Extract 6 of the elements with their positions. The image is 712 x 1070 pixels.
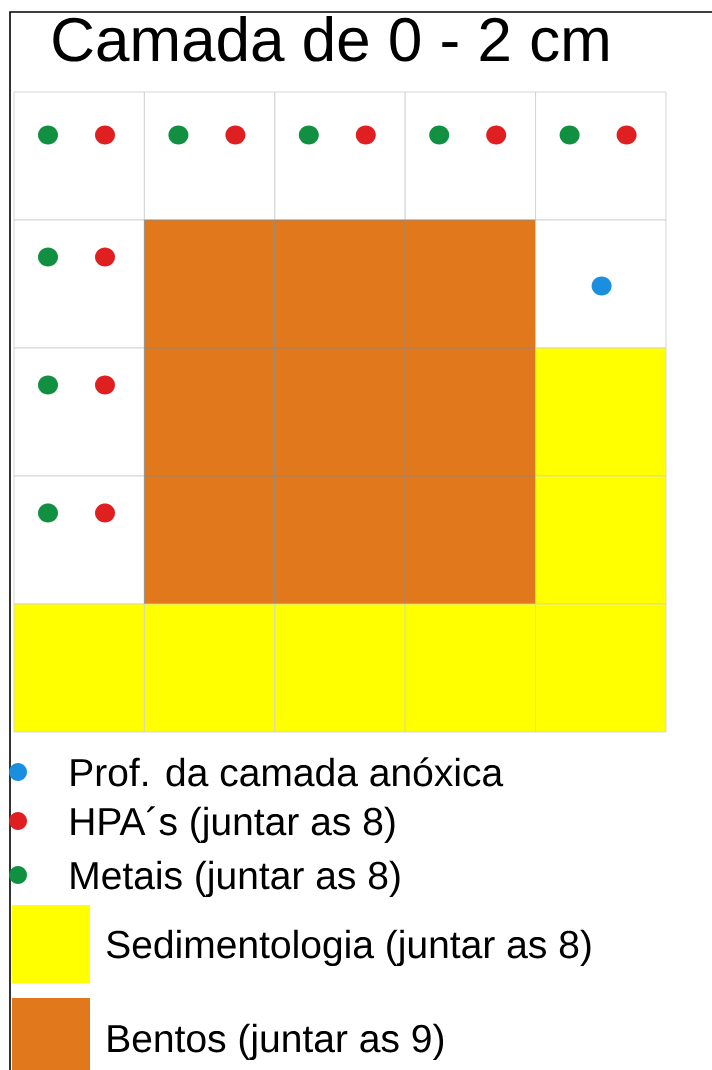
legend-label: Prof. da camada anóxica	[71, 757, 504, 787]
legend-label: Bentos (juntar as 9)	[108, 1023, 444, 1061]
title: Camada de 0 - 2 cm	[53, 16, 608, 62]
legend-label: HPA´s (juntar as 8)	[71, 806, 395, 844]
legend-label: Metais (juntar as 8)	[71, 860, 400, 898]
legend-label: Sedimentologia (juntar as 8)	[106, 929, 591, 967]
